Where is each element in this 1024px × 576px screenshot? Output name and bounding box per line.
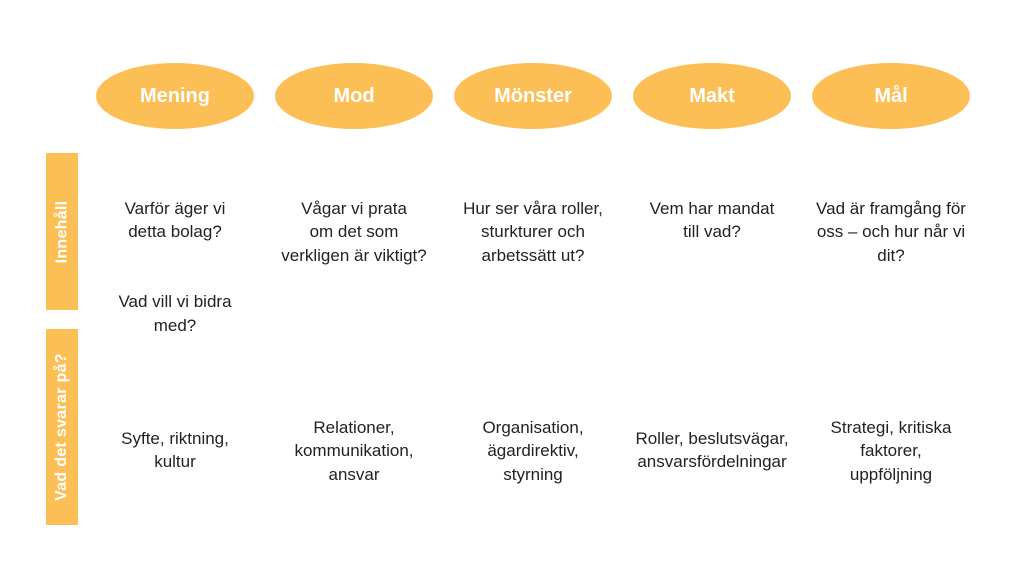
- innehall-cell-monster: Hur ser våra roller, sturkturer och arbe…: [445, 173, 621, 291]
- svarar-mod-text: Relationer, kommunikation, ansvar: [294, 417, 414, 484]
- innehall-monster-q1: Hur ser våra roller, sturkturer och arbe…: [463, 198, 603, 265]
- innehall-mod-q1: Vågar vi prata om det som verkligen är v…: [281, 198, 427, 265]
- innehall-cell-makt: Vem har mandat till vad?: [624, 173, 800, 267]
- row-label-innehall-text: Innehåll: [53, 200, 71, 263]
- innehall-cell-mod: Vågar vi prata om det som verkligen är v…: [266, 173, 442, 291]
- header-pill-mod: Mod: [275, 63, 433, 129]
- innehall-cell-mal: Vad är framgång för oss – och hur når vi…: [803, 173, 979, 291]
- svarar-monster-text: Organisation, ägardirektiv, styrning: [482, 417, 584, 484]
- svarar-mening-text: Syfte, riktning, kultur: [121, 428, 229, 472]
- svarar-cell-makt: Roller, beslutsvägar, ansvarsfördelninga…: [624, 403, 800, 497]
- row-label-innehall: Innehåll: [46, 153, 78, 310]
- innehall-mening-q2: Vad vill vi bidra med?: [118, 292, 232, 335]
- header-pill-mening: Mening: [96, 63, 254, 129]
- svarar-makt-text: Roller, beslutsvägar, ansvarsfördelninga…: [635, 428, 789, 472]
- innehall-mening-q1: Varför äger vi detta bolag?: [124, 198, 226, 242]
- svarar-cell-mening: Syfte, riktning, kultur: [87, 403, 263, 497]
- row-label-svarar: Vad det svarar på?: [46, 329, 78, 525]
- header-pill-makt: Makt: [633, 63, 791, 129]
- header-pill-monster: Mönster: [454, 63, 612, 129]
- header-pill-mal: Mål: [812, 63, 970, 129]
- innehall-makt-q1: Vem har mandat till vad?: [649, 198, 775, 242]
- innehall-cell-mening: Varför äger vi detta bolag? Vad vill vi …: [87, 173, 263, 361]
- svarar-cell-monster: Organisation, ägardirektiv, styrning: [445, 392, 621, 510]
- svarar-cell-mod: Relationer, kommunikation, ansvar: [266, 392, 442, 510]
- innehall-mal-q1: Vad är framgång för oss – och hur når vi…: [816, 198, 966, 265]
- row-label-svarar-text: Vad det svarar på?: [53, 353, 71, 501]
- svarar-mal-text: Strategi, kritiska faktorer, uppföljning: [830, 417, 952, 484]
- svarar-cell-mal: Strategi, kritiska faktorer, uppföljning: [803, 392, 979, 510]
